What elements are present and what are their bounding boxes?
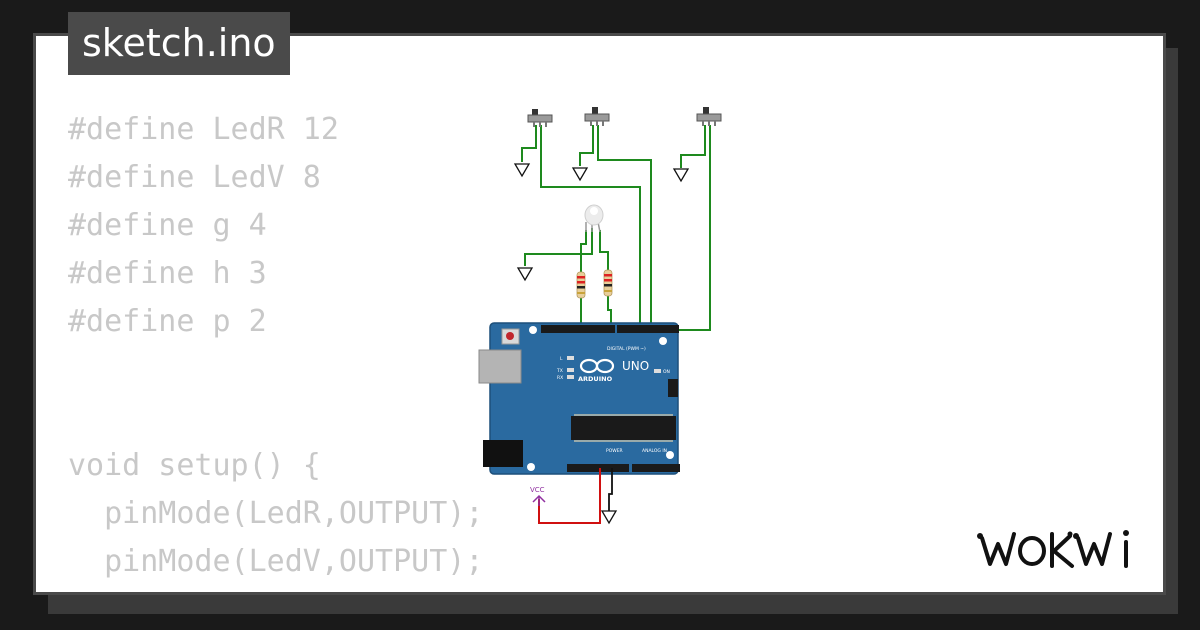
slide-switch[interactable] — [527, 109, 553, 127]
power-jack — [483, 440, 523, 467]
wire — [579, 125, 594, 166]
slide-switch[interactable] — [584, 107, 610, 126]
wokwi-logo — [977, 530, 1129, 568]
preview-card: #define LedR 12 #define LedV 8 #define g 4… — [33, 33, 1166, 595]
wire — [524, 228, 593, 266]
analog-label: ANALOG IN — [642, 448, 667, 454]
board-model: UNO — [622, 359, 649, 373]
resistor[interactable] — [576, 271, 586, 299]
wire — [680, 125, 706, 168]
ground-icon — [516, 267, 534, 282]
code-line: #define LedV 8 — [68, 160, 321, 195]
digital-header — [541, 325, 615, 333]
code-line: pinMode(LedV,OUTPUT); — [68, 544, 484, 579]
power-header — [567, 464, 629, 472]
vcc-wire — [538, 468, 601, 524]
power-label: POWER — [606, 448, 623, 454]
ground-icon — [600, 510, 618, 525]
arduino-logo-icon — [579, 358, 615, 374]
usb-port — [478, 349, 522, 384]
vcc-icon: VCC — [530, 486, 546, 506]
code-line: void setup() { — [68, 448, 321, 483]
wire — [599, 230, 609, 270]
wire — [597, 125, 652, 330]
tx-led-label: TX — [556, 368, 563, 374]
mcu-chip — [571, 416, 676, 440]
code-line: #define p 2 — [68, 304, 267, 339]
arduino-uno-board[interactable]: UNO ARDUINO DIGITAL (PWM ~) POWER ANALOG… — [478, 322, 680, 475]
digital-label: DIGITAL (PWM ~) — [607, 346, 646, 352]
filename-tab: sketch.ino — [68, 12, 290, 75]
code-line: #define g 4 — [68, 208, 267, 243]
digital-header — [617, 325, 679, 333]
wire — [580, 230, 587, 272]
ground-icon — [571, 167, 589, 182]
rx-led-label: RX — [557, 375, 563, 381]
analog-header — [632, 464, 680, 472]
gnd-wire — [608, 468, 613, 511]
resistor[interactable] — [603, 269, 613, 297]
board-brand: ARDUINO — [578, 375, 613, 383]
wire — [607, 296, 612, 330]
wires — [521, 125, 711, 331]
on-led-label: ON — [663, 369, 670, 375]
vcc-label: VCC — [530, 486, 545, 494]
ground-icon — [513, 163, 531, 178]
ground-icon — [672, 168, 690, 183]
icsp-header — [668, 379, 678, 397]
code-preview: #define LedR 12 #define LedV 8 #define g 4… — [68, 106, 556, 592]
l-led-label: L — [560, 356, 563, 362]
wire — [540, 125, 641, 330]
rgb-led[interactable] — [584, 204, 604, 233]
code-line: pinMode(LedR,OUTPUT); — [68, 496, 484, 531]
wire — [521, 125, 537, 162]
code-line: #define LedR 12 — [68, 112, 339, 147]
code-line: #define h 3 — [68, 256, 267, 291]
slide-switch[interactable] — [696, 107, 722, 126]
